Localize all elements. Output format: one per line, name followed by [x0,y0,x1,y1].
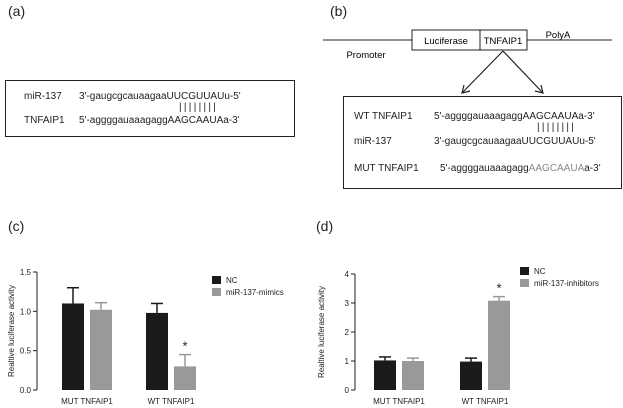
alignment-box-b: WT TNFAIP1 5'-aggggauaaagaggAAGCAAUAa-3'… [343,96,622,189]
bar [90,309,112,390]
significance-marker: * [182,339,187,354]
mir137-label-b: miR-137 [354,136,392,147]
arrowhead-left [461,84,471,94]
bar [488,300,510,390]
y-tick-label: 1.5 [20,268,32,277]
polya-label: PolyA [546,30,571,41]
y-tick-label: 0.0 [20,386,32,395]
x-tick-label: WT TNFAIP1 [148,397,195,406]
y-tick-label: 4 [345,270,350,279]
arrow-right [502,50,543,93]
tnfaip1-label: TNFAIP1 [24,115,65,126]
bar [460,361,482,390]
alignment-box-a: miR-137 3'-gaugcgcauaagaaUUCGUUAUu-5' ||… [5,80,295,137]
mut-label: MUT TNFAIP1 [354,163,419,174]
mir137-sequence: 3'-gaugcgcauaagaaUUCGUUAUu-5' [79,91,241,102]
bar [402,361,424,390]
y-tick-label: 2 [345,328,350,337]
tnfaip1-box-label: TNFAIP1 [484,36,523,47]
y-tick-label: 1 [345,357,350,366]
legend-label: miR-137-mimics [226,288,284,297]
tnfaip1-sequence: 5'-aggggauaaagaggAAGCAAUAa-3' [79,115,240,126]
arrowhead-right [534,84,544,94]
x-tick-label: WT TNFAIP1 [462,397,509,406]
wt-sequence: 5'-aggggauaaagaggAAGCAAUAa-3' [434,111,595,122]
panel-label-d: (d) [316,218,334,234]
y-tick-label: 3 [345,299,350,308]
construct-diagram: Luciferase TNFAIP1 Promoter PolyA [323,29,612,94]
bar [374,360,396,390]
legend-label: NC [226,276,238,285]
legend-label: miR-137-inhibitors [534,279,599,288]
panel-label-a: (a) [8,3,26,19]
mut-sequence: 5'-aggggauaaagaggAAGCAAUAa-3' [440,163,601,174]
legend-swatch [212,276,221,284]
panel-label-b: (b) [330,3,348,19]
legend-swatch [520,279,529,287]
y-axis-label: Realtive luciferase activity [7,285,16,377]
y-tick-label: 1.0 [20,307,32,316]
tnfaip1-box [479,29,528,51]
legend-swatch [212,288,221,296]
y-tick-label: 0.5 [20,347,32,356]
legend-swatch [520,267,529,275]
wt-label: WT TNFAIP1 [354,111,413,122]
x-tick-label: MUT TNFAIP1 [61,397,113,406]
panel-label-c: (c) [8,218,25,234]
bar [146,312,168,390]
base-pair-lines-b: |||||||| [537,122,577,133]
arrow-left [462,50,504,93]
bar [62,303,84,390]
bar [174,366,196,390]
y-axis-label: Realtive luciferase activity [317,286,326,378]
mir137-label: miR-137 [24,91,62,102]
mir137-sequence-b: 3'-gaugcgcauaagaaUUCGUUAUu-5' [434,136,596,147]
x-tick-label: MUT TNFAIP1 [373,397,425,406]
base-pair-lines: |||||||| [179,102,219,113]
luciferase-label: Luciferase [424,36,468,47]
significance-marker: * [496,281,501,296]
legend-label: NC [534,267,546,276]
y-tick-label: 0 [345,386,350,395]
promoter-label: Promoter [346,50,385,61]
